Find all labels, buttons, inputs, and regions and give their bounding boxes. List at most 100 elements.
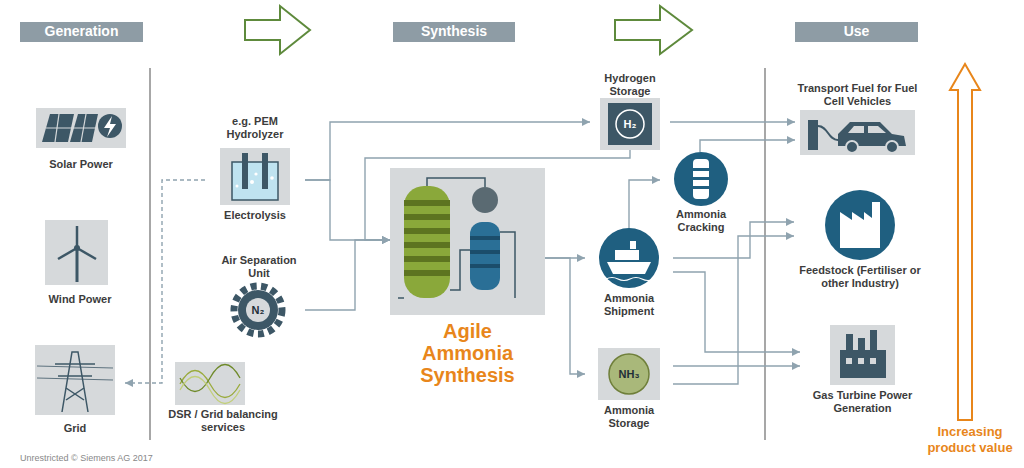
grid-icon [35,345,115,415]
reactor-icon [470,236,500,240]
reactor-icon [470,264,500,268]
electrolyser-icon [254,172,257,175]
solar-icon [55,114,59,142]
synthesis-unit: Agile Ammonia Synthesis [390,168,545,388]
car-icon [800,110,915,155]
energy-source: Wind Power [25,220,135,308]
flow-arrow [245,6,692,54]
flow-connector [673,272,800,352]
storage-unit: Hydrogen Storage [590,72,670,150]
energy-source: Grid [25,345,125,437]
wind-icon [77,248,96,259]
reactor-icon [472,187,498,213]
process-unit-label: Air Separation Unit [217,254,301,280]
flow-connector [673,236,794,384]
gear-icon [234,286,282,334]
factory-icon [840,202,880,248]
turbine-icon [830,325,895,385]
value-arrow [950,64,980,420]
column-divider [764,68,766,440]
solar-icon [36,108,126,148]
electrolyser-icon [220,148,290,205]
car-icon [800,110,915,155]
storage-unit-label: Ammonia Storage [598,404,660,430]
energy-source-label: Solar Power [30,158,132,171]
turbine-icon [870,330,877,352]
copyright-note: Unrestricted © Siemens AG 2017 [20,452,240,464]
car-icon [868,126,886,133]
reactor-icon [404,186,450,298]
chemical-formula: H₂ [615,117,645,131]
electrolyser-icon [262,153,268,189]
flow-connector [670,121,795,122]
gear-icon [234,286,282,334]
factory-icon [825,190,895,260]
transport-unit: Ammonia Shipment [585,228,673,320]
reactor-icon [427,178,485,187]
hydrogen-tank-icon [616,110,644,138]
electrolyser-icon [242,153,248,189]
grid-icon [37,366,113,368]
reactor-icon [390,168,545,315]
cracking-icon [693,159,709,199]
process-unit: Air Separation Unit [213,254,305,335]
flow-connector [365,150,630,240]
process-unit: e.g. PEM HydrolyzerElectrolysis [205,115,305,224]
solar-icon [36,108,126,148]
ship-icon [599,228,659,288]
electrolyser-icon [232,162,278,200]
chemical-formula: N₂ [243,303,273,317]
energy-source-label: Wind Power [25,293,135,306]
turbine-icon [858,338,865,352]
grid-icon [35,345,115,415]
process-unit: Ammonia Cracking [660,152,742,236]
service-box: DSR / Grid balancing services [166,362,280,436]
value-label: Increasing product value [918,424,1022,456]
transport-unit-label: Ammonia Shipment [598,292,660,318]
reactor-icon [404,200,450,206]
process-unit-label: Ammonia Cracking [670,208,732,234]
storage-unit-label: Hydrogen Storage [599,72,661,98]
cracking-icon [674,152,728,206]
wind-icon [58,248,77,259]
grid-balancing-icon [180,371,240,398]
ship-icon [630,241,636,249]
reactor-icon [500,232,515,298]
factory-icon [825,190,895,260]
reactor-icon [404,228,450,234]
grid-icon [55,363,95,365]
wind-icon [74,245,80,251]
grid-balancing-icon [180,377,240,404]
turbine-icon [858,358,864,364]
electrolyser-icon [250,180,254,184]
reactor-icon [390,168,545,315]
grid-icon [66,388,84,400]
wind-icon [45,220,108,285]
cracking-icon [693,168,709,189]
use-case: Transport Fuel for Fuel Cell Vehicles [795,82,920,155]
turbine-icon [846,358,876,364]
use-case-label: Gas Turbine Power Generation [813,389,913,415]
solar-icon [104,116,116,137]
flow-arrow [615,6,692,54]
section-header-label: Synthesis [393,22,515,40]
flow-connector [673,365,800,366]
turbine-icon [846,334,853,352]
process-unit-label: e.g. PEM Hydrolyzer [215,115,295,141]
energy-source-label: Grid [25,422,125,435]
grid-icon [58,375,92,377]
wind-icon [76,226,79,248]
cracking-icon [693,168,709,171]
flow-arrow [245,6,310,54]
solar-icon [81,114,86,142]
reactor-icon [398,297,404,299]
flow-connector [305,240,390,310]
energy-source: Solar Power [30,108,132,173]
cracking-icon [674,152,728,206]
section-header: Use [795,22,918,42]
hydrogen-tank-icon [600,98,660,150]
car-icon [886,141,898,153]
car-icon [848,126,864,133]
turbine-icon [846,358,852,364]
ship-icon [606,278,654,281]
